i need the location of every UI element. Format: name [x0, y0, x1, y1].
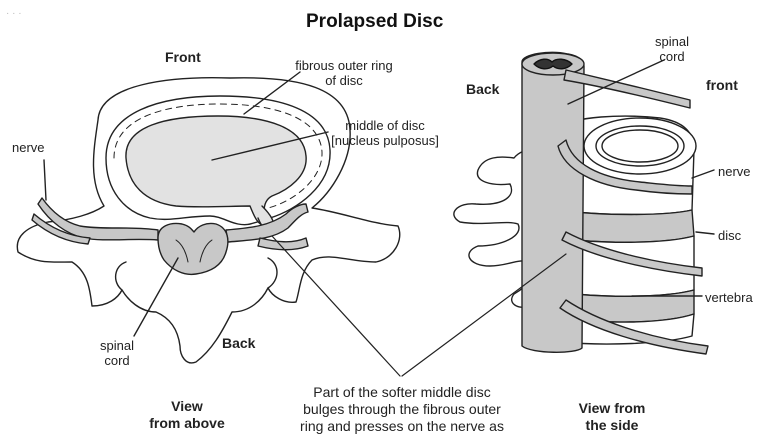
caption-line1: Part of the softer middle disc — [270, 384, 534, 401]
label-spinal-cord-top: spinal cord — [92, 338, 142, 368]
label-middle-line1: middle of disc — [318, 118, 452, 133]
label-outer-ring-line1: fibrous outer ring — [278, 58, 410, 73]
label-spinal-line2: cord — [92, 353, 142, 368]
label-nerve-side: nerve — [718, 164, 751, 179]
label-view-above-line2: from above — [138, 415, 236, 432]
label-view-side-line2: the side — [564, 417, 660, 434]
diagram-title: Prolapsed Disc — [306, 14, 443, 29]
label-spinal-line1: spinal — [92, 338, 142, 353]
label-middle-of-disc: middle of disc [nucleus pulposus] — [318, 118, 452, 148]
caption-line2: bulges through the fibrous outer — [270, 401, 534, 418]
label-view-from-side: View from the side — [564, 400, 660, 434]
label-vertebra-side: vertebra — [705, 290, 753, 305]
label-back-side: Back — [466, 82, 499, 97]
label-middle-line2: [nucleus pulposus] — [318, 133, 452, 148]
label-nerve-top: nerve — [12, 140, 45, 155]
caption-line3: ring and presses on the nerve as — [270, 418, 534, 435]
label-front-side: front — [706, 78, 738, 93]
corner-mark: · · · — [6, 6, 22, 21]
label-front-top: Front — [165, 50, 201, 65]
label-view-from-above: View from above — [138, 398, 236, 432]
vertebra-top-view — [17, 72, 399, 363]
label-view-side-line1: View from — [564, 400, 660, 417]
label-fibrous-outer-ring: fibrous outer ring of disc — [278, 58, 410, 88]
label-disc-side: disc — [718, 228, 741, 243]
label-spinal-side-line1: spinal — [646, 34, 698, 49]
label-spinal-side-line2: cord — [646, 49, 698, 64]
caption: Part of the softer middle disc bulges th… — [270, 384, 534, 435]
label-outer-ring-line2: of disc — [278, 73, 410, 88]
label-spinal-cord-side: spinal cord — [646, 34, 698, 64]
label-view-above-line1: View — [138, 398, 236, 415]
label-back-top: Back — [222, 336, 255, 351]
